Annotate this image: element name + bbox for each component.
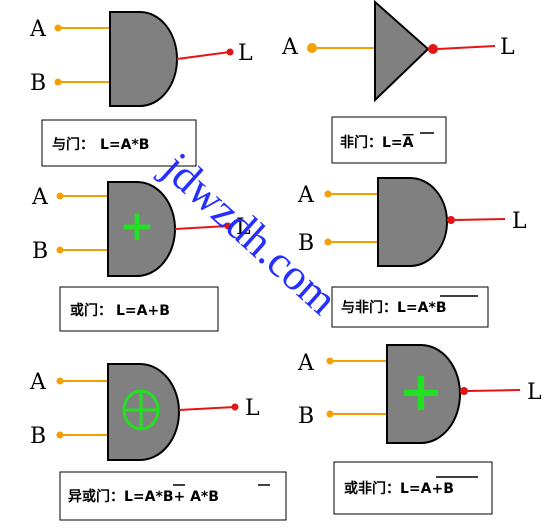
nand-output-wire	[454, 218, 506, 221]
and-output-dot	[226, 48, 234, 56]
nor-output-wire	[467, 389, 521, 392]
nand-label-a: A	[297, 183, 315, 208]
nor-plus-icon: +	[398, 360, 443, 423]
nor-output-bubble	[460, 387, 468, 395]
and-caption-box	[41, 119, 197, 167]
xor-caption: 异或门：L=A*B+ A*B	[68, 488, 219, 505]
xor-output-wire	[178, 406, 236, 411]
not-gate-symbol	[374, 0, 430, 103]
or-output-dot	[224, 222, 232, 230]
xor-input-a-dot	[56, 377, 64, 385]
nand-input-a-dot	[324, 190, 332, 198]
xor-label-b: B	[30, 424, 46, 449]
nor-input-b-dot	[326, 410, 334, 418]
or-input-a-dot	[56, 192, 64, 200]
or-plus-icon: +	[119, 201, 154, 250]
and-input-b-dot	[54, 78, 62, 86]
and-output-wire	[176, 51, 231, 60]
and-label-b: B	[30, 71, 46, 96]
or-gate-block: + A B L 或门：L=A+B	[31, 181, 251, 332]
not-label-a: A	[281, 35, 299, 60]
nor-caption: 或非门：L=A+B	[344, 480, 454, 497]
and-label-l: L	[238, 41, 253, 66]
nor-label-l: L	[527, 380, 542, 405]
or-label-b: B	[32, 239, 48, 264]
nand-label-b: B	[298, 231, 314, 256]
xor-caption-box	[59, 471, 287, 521]
nand-label-l: L	[512, 209, 527, 234]
or-label-a: A	[31, 185, 49, 210]
and-caption: 与门：L=A*B	[52, 136, 149, 153]
nor-gate-block: + A B L 或非门：L=A+B	[297, 344, 542, 515]
nor-label-a: A	[297, 351, 315, 376]
xor-input-b-dot	[56, 431, 64, 439]
and-gate-symbol	[109, 11, 178, 107]
not-output-wire	[437, 45, 496, 50]
or-gate-symbol	[107, 181, 176, 277]
or-caption-box	[59, 286, 219, 332]
or-output-wire	[174, 225, 229, 230]
xor-circle-plus-icon	[122, 389, 160, 431]
or-caption: 或门：L=A+B	[70, 302, 170, 319]
not-caption-box	[331, 116, 447, 164]
and-input-a-dot	[54, 24, 62, 32]
xor-gate-block: A B L 异或门：L=A*B+ A*B	[29, 363, 287, 521]
nor-caption-box	[333, 461, 493, 515]
or-input-b-dot	[56, 246, 64, 254]
xor-output-dot	[231, 403, 239, 411]
nor-input-a-dot	[326, 357, 334, 365]
not-gate-block: A L 非门：L=A	[281, 0, 515, 164]
not-label-l: L	[500, 35, 515, 60]
nor-label-b: B	[298, 404, 314, 429]
nand-output-bubble	[447, 216, 455, 224]
and-gate-block: A B L 与门：L=A*B	[29, 11, 253, 167]
not-input-a-dot	[307, 43, 317, 53]
xor-label-a: A	[29, 370, 47, 395]
not-output-bubble	[428, 44, 438, 54]
or-label-l: L	[236, 215, 251, 240]
nand-caption: 与非门：L=A*B	[341, 299, 446, 316]
nand-caption-box	[331, 286, 489, 328]
nand-gate-block: A B L 与非门：L=A*B	[297, 177, 527, 328]
xor-label-l: L	[245, 396, 260, 421]
not-caption: 非门：L=A	[340, 134, 414, 151]
nand-gate-symbol	[377, 177, 448, 267]
and-label-a: A	[29, 17, 47, 42]
xor-gate-symbol	[107, 363, 180, 461]
nand-input-b-dot	[324, 238, 332, 246]
nor-gate-symbol	[386, 344, 461, 444]
